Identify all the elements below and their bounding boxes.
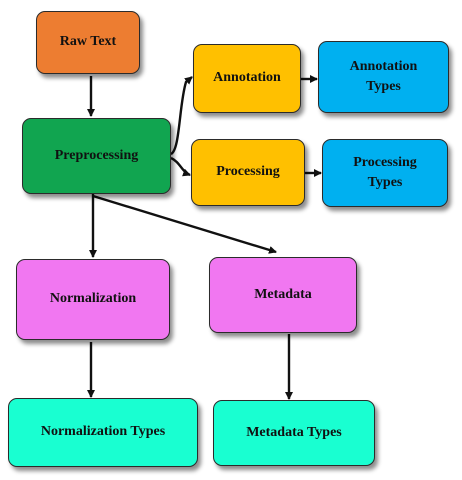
processing-node: Processing — [191, 139, 305, 206]
raw-text-label: Raw Text — [59, 34, 117, 50]
processing-label: Processing — [216, 164, 280, 180]
edge-preprocessing-to-metadata — [92, 194, 277, 254]
edge-preprocessing-to-annotation — [170, 76, 193, 156]
annotation-types-label: Annotation Types — [349, 58, 418, 94]
normalization-label: Normalization — [49, 291, 137, 307]
edge-preprocessing-to-processing — [170, 156, 191, 177]
metadata-node: Metadata — [209, 257, 357, 333]
normalization-types-node: Normalization Types — [8, 398, 198, 467]
raw-text-node: Raw Text — [36, 11, 140, 74]
processing-types-label: Processing Types — [353, 154, 417, 190]
metadata-types-node: Metadata Types — [213, 400, 375, 466]
preprocessing-label: Preprocessing — [54, 147, 139, 163]
processing-types-node: Processing Types — [322, 139, 448, 207]
annotation-node: Annotation — [193, 44, 301, 113]
annotation-label: Annotation — [213, 70, 281, 86]
metadata-types-label: Metadata Types — [246, 424, 342, 440]
preprocessing-node: Preprocessing — [22, 118, 171, 194]
annotation-types-node: Annotation Types — [318, 41, 449, 113]
normalization-types-label: Normalization Types — [40, 424, 166, 440]
normalization-node: Normalization — [16, 259, 170, 340]
metadata-label: Metadata — [254, 286, 312, 302]
